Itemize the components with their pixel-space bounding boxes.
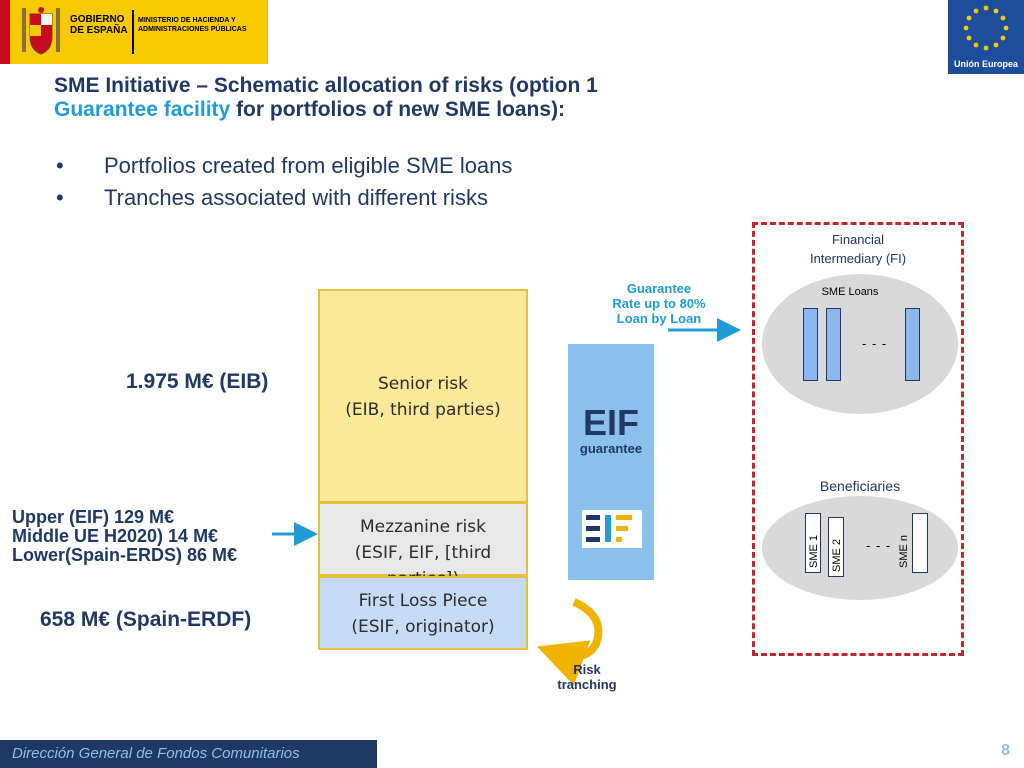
gobierno-espana-label: GOBIERNO DE ESPAÑA <box>70 14 128 36</box>
financial-intermediary-label: Financial Intermediary (FI) <box>778 230 938 268</box>
eu-label: Unión Europea <box>953 59 1018 69</box>
logo-divider <box>132 10 134 54</box>
spain-flag-stripe-yellow <box>10 0 16 64</box>
bullet-dot: • <box>56 153 64 178</box>
bullet-item: • Portfolios created from eligible SME lo… <box>54 150 674 182</box>
eif-logo-icon <box>582 510 642 548</box>
eu-logo <box>948 0 1024 74</box>
sme-loans-ellipse <box>762 274 958 414</box>
eif-subtitle: guarantee <box>579 441 643 456</box>
page-number: 8 <box>1001 742 1010 759</box>
sme-n-label: SME n <box>898 534 910 568</box>
senior-risk-name: Senior risk <box>378 374 468 394</box>
mezzanine-risk-name: Mezzanine risk <box>360 517 486 537</box>
mezzanine-risk-tranche: Mezzanine risk (ESIF, EIF, [third partie… <box>318 502 528 589</box>
mezz-lower-amount: Lower(Spain-ERDS) 86 M€ <box>12 545 238 565</box>
financial-intermediary-box <box>752 222 964 656</box>
ministry-label: MINISTERIO DE HACIENDA Y ADMINISTRACIONE… <box>138 17 247 33</box>
bullet-text: Tranches associated with different risks <box>104 185 488 210</box>
first-loss-tranche: First Loss Piece (ESIF, originator) <box>318 576 528 650</box>
beneficiaries-label: Beneficiaries <box>819 478 901 494</box>
risk-tranching-label: Risk tranching <box>540 662 634 692</box>
senior-amount-label: 1.975 M€ (EIB) <box>126 370 269 393</box>
title-rest: for portfolios of new SME loans): <box>230 98 566 121</box>
guarantee-label-line: Guarantee <box>626 281 692 296</box>
senior-risk-parties: (EIB, third parties) <box>345 400 501 420</box>
first-loss-parties: (ESIF, originator) <box>351 617 495 637</box>
title-line1: SME Initiative – Schematic allocation of… <box>54 74 598 97</box>
risk-tranching-arrow <box>536 598 603 686</box>
sme-loans-label: SME Loans <box>821 286 879 298</box>
sme-bar <box>912 513 928 573</box>
fi-label-line: Intermediary (FI) <box>809 251 907 266</box>
loan-ellipsis: - - - <box>862 336 888 351</box>
sme-ellipsis: - - - <box>866 538 892 553</box>
guarantee-rate-label: Guarantee Rate up to 80% Loan by Loan <box>598 281 720 326</box>
sme-2-label: SME 2 <box>831 538 843 572</box>
mezzanine-amount-labels: Upper (EIF) 129 M€ Middle UE H2020) 14 M… <box>12 508 237 565</box>
title-accent: Guarantee facility <box>54 98 231 121</box>
loan-bar <box>826 308 841 381</box>
bullet-list: • Portfolios created from eligible SME lo… <box>54 150 674 214</box>
slide-title: SME Initiative – Schematic allocation of… <box>54 74 754 122</box>
sme-1-label: SME 1 <box>808 534 820 568</box>
mezz-upper-amount: Upper (EIF) 129 M€ <box>12 507 175 527</box>
sme-bar <box>805 513 821 573</box>
sme-bar <box>828 517 844 577</box>
beneficiaries-ellipse <box>762 496 958 600</box>
guarantee-label-line: Rate up to 80% <box>612 296 706 311</box>
footer-text: Dirección General de Fondos Comunitarios <box>12 745 300 762</box>
first-loss-amount-label: 658 M€ (Spain-ERDF) <box>40 608 252 631</box>
risk-label-line: tranching <box>557 677 617 692</box>
bullet-dot: • <box>56 185 64 210</box>
first-loss-name: First Loss Piece <box>358 591 488 611</box>
loan-bar <box>905 308 920 381</box>
fi-label-line: Financial <box>831 232 885 247</box>
mezz-middle-amount: Middle UE H2020) 14 M€ <box>12 526 219 546</box>
loan-bar <box>803 308 818 381</box>
bullet-item: • Tranches associated with different risk… <box>54 182 674 214</box>
spain-flag-stripe <box>0 0 10 64</box>
footer-bar <box>0 740 377 768</box>
eu-stars-icon <box>963 5 1009 51</box>
guarantee-label-line: Loan by Loan <box>616 311 702 326</box>
coat-of-arms-icon <box>22 7 60 55</box>
eif-title: EIF <box>582 402 639 443</box>
bullet-text: Portfolios created from eligible SME loa… <box>104 153 513 178</box>
risk-label-line: Risk <box>573 662 601 677</box>
